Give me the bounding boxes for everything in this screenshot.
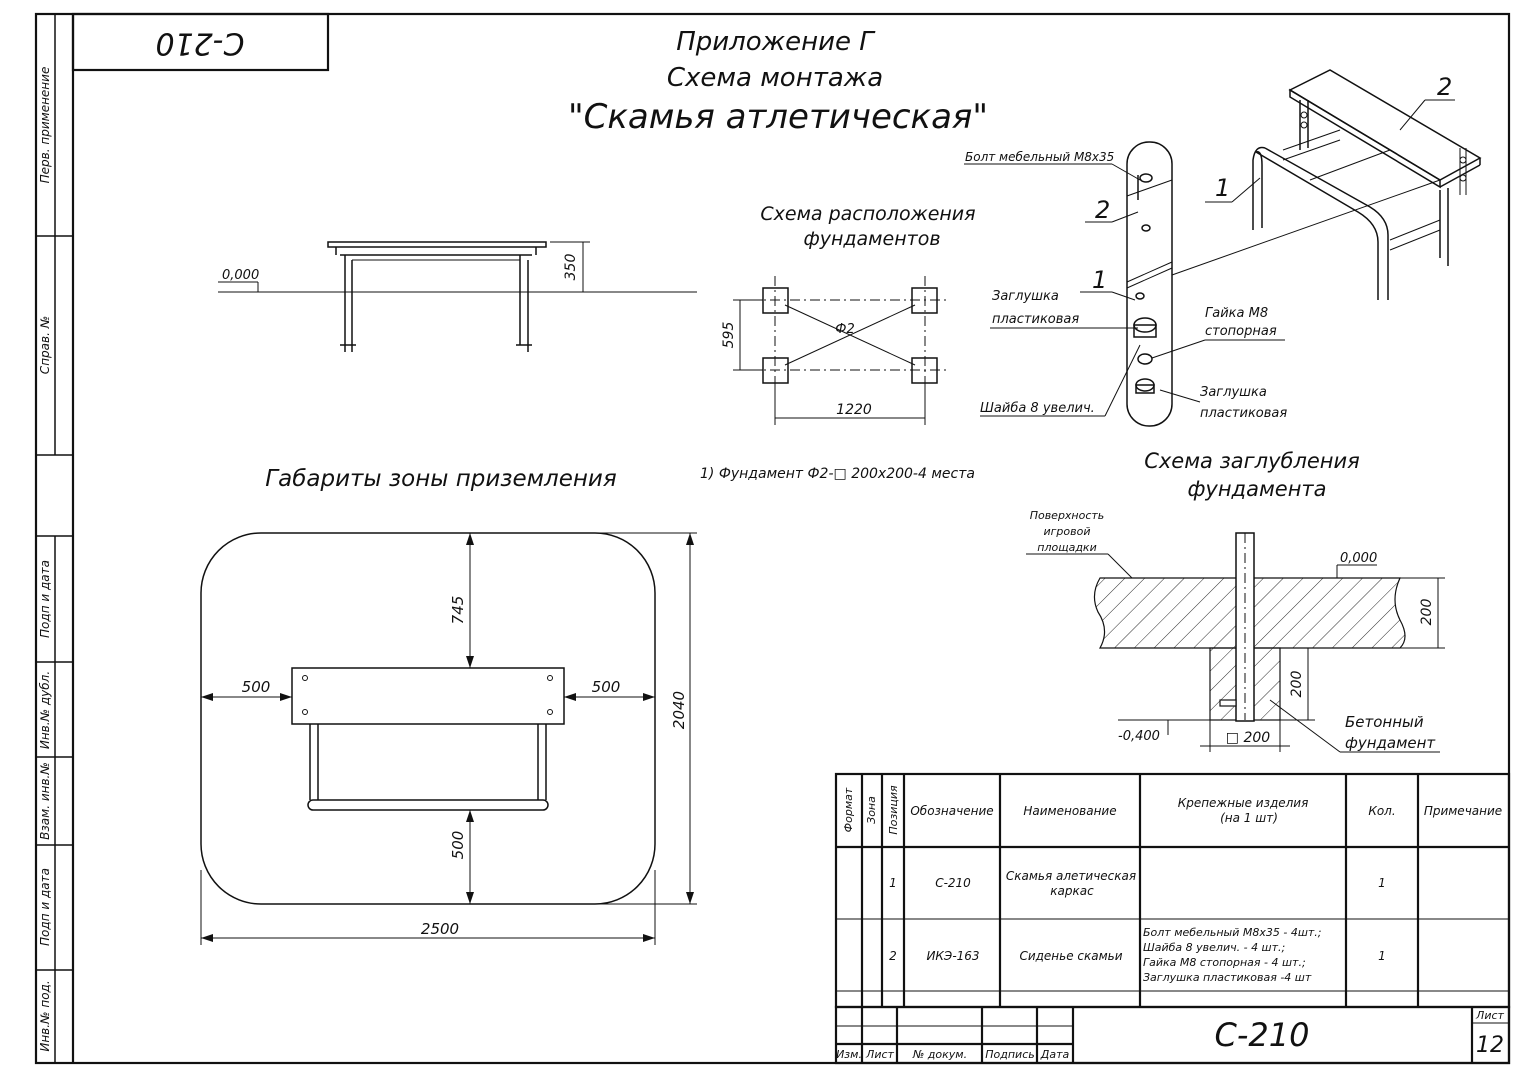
- row2-designation: ИКЭ-163: [926, 949, 979, 963]
- tb-sign: Подпись: [985, 1048, 1034, 1061]
- row1-designation: С-210: [935, 876, 971, 890]
- row2-fasteners-4: Заглушка пластиковая -4 шт: [1143, 971, 1312, 984]
- row2-fasteners-1: Болт мебельный М8х35 - 4шт.;: [1143, 926, 1322, 939]
- row1-name-1: Скамья алетическая: [1006, 869, 1136, 883]
- row1-position: 1: [889, 876, 897, 890]
- nut-label-1: Гайка М8: [1205, 306, 1268, 321]
- first-use-label: Перв. применение: [38, 67, 52, 184]
- hdr-fasteners-2: (на 1 шт): [1220, 811, 1278, 825]
- row1-qty: 1: [1378, 876, 1386, 890]
- hdr-zone: Зона: [865, 796, 878, 824]
- fastener-assembly: Болт мебельный М8х35 2 1 Заглушка пласти…: [964, 141, 1287, 427]
- scheme-title: Схема монтажа: [667, 63, 883, 93]
- cap-bottom-label-2: пластиковая: [1200, 406, 1287, 421]
- landing-dim-top: 745: [449, 596, 467, 625]
- ref-no-label: Справ. №: [38, 316, 52, 374]
- replace-inv-label: Взам. инв.№: [38, 762, 52, 840]
- bolt-label: Болт мебельный М8х35: [965, 150, 1114, 164]
- hdr-name: Наименование: [1023, 804, 1116, 818]
- row2-fasteners-3: Гайка М8 стопорная - 4 шт.;: [1143, 956, 1306, 969]
- surface-label-3: площадки: [1037, 541, 1096, 554]
- iso-pos-2: 2: [1437, 73, 1452, 101]
- cap-bottom-label-1: Заглушка: [1200, 385, 1267, 400]
- cap-top-label-1: Заглушка: [992, 289, 1059, 304]
- landing-dim-width: 2500: [421, 920, 459, 938]
- sign-date-label-1: Подп и дата: [38, 560, 52, 638]
- foundation-layout: Схема расположения фундаментов Ф2 595 12…: [700, 203, 976, 482]
- tb-list: Лист: [865, 1048, 894, 1061]
- depth-level-top: 0,000: [1340, 551, 1377, 566]
- stamp-code-text: С-210: [155, 26, 244, 61]
- tb-doc: № докум.: [912, 1048, 967, 1061]
- iso-pos-1: 1: [1215, 174, 1230, 202]
- cap-top-label-2: пластиковая: [992, 312, 1079, 327]
- surface-label-2: игровой: [1043, 525, 1090, 538]
- depth-depth-dim: 200: [1289, 671, 1305, 698]
- side-view: 0,000 350: [218, 241, 697, 352]
- concrete-label-1: Бетонный: [1345, 713, 1424, 731]
- appendix-title: Приложение Г: [676, 27, 876, 57]
- hdr-format: Формат: [842, 787, 855, 832]
- landing-dim-right: 500: [592, 678, 621, 696]
- hdr-qty: Кол.: [1368, 804, 1395, 818]
- depth-layer-dim: 200: [1419, 599, 1435, 626]
- landing-zone: Габариты зоны приземления 745 500 500 50…: [200, 466, 697, 945]
- row2-position: 2: [889, 949, 897, 963]
- foundation-layout-title-2: фундаментов: [803, 228, 940, 250]
- tb-sheet-label: Лист: [1475, 1009, 1504, 1022]
- row2-qty: 1: [1378, 949, 1386, 963]
- side-level-label: 0,000: [222, 268, 259, 283]
- landing-dim-height: 2040: [670, 691, 688, 729]
- surface-label-1: Поверхность: [1030, 509, 1105, 522]
- nut-label-2: стопорная: [1205, 324, 1277, 339]
- hdr-note: Примечание: [1424, 804, 1502, 818]
- drawing-title: Приложение Г Схема монтажа "Скамья атлет…: [568, 27, 988, 137]
- sheet-frame: [34, 12, 1511, 1065]
- tb-sheet-no: 12: [1476, 1033, 1504, 1058]
- hdr-fasteners-1: Крепежные изделия: [1178, 796, 1309, 810]
- title-block: Изм. Лист № докум. Подпись Дата С-210 Ли…: [834, 1005, 1511, 1065]
- fastener-pos-2: 2: [1095, 196, 1110, 224]
- orig-inv-label: Инв.№ под.: [38, 980, 52, 1051]
- concrete-label-2: фундамент: [1345, 734, 1436, 752]
- code-stamp: С-210: [71, 12, 330, 72]
- landing-dim-bottom: 500: [449, 831, 467, 860]
- foundation-note: 1) Фундамент Ф2-□ 200х200-4 места: [700, 466, 975, 482]
- depth-title-1: Схема заглубления: [1144, 449, 1360, 473]
- row1-name-2: каркас: [1050, 884, 1094, 898]
- foundation-width-dim: 1220: [836, 402, 872, 418]
- foundation-layout-title-1: Схема расположения: [760, 203, 975, 225]
- tb-izm: Изм.: [836, 1048, 862, 1061]
- depth-size-label: □ 200: [1226, 730, 1270, 746]
- row2-name-1: Сиденье скамьи: [1019, 949, 1122, 963]
- tb-code: С-210: [1215, 1016, 1310, 1054]
- depth-title-2: фундамента: [1187, 477, 1326, 501]
- iso-view: 1 2: [1171, 69, 1482, 300]
- sign-date-label-2: Подп и дата: [38, 868, 52, 946]
- landing-dim-left: 500: [242, 678, 271, 696]
- row2-fasteners-2: Шайба 8 увелич. - 4 шт.;: [1143, 941, 1285, 954]
- foundation-marker: Ф2: [835, 322, 854, 337]
- fastener-pos-1: 1: [1092, 266, 1107, 294]
- depth-level-bottom: -0,400: [1118, 729, 1160, 744]
- hdr-position: Позиция: [887, 785, 900, 835]
- product-title: "Скамья атлетическая": [568, 97, 988, 137]
- dup-inv-label: Инв.№ дубл.: [38, 671, 52, 749]
- washer-label: Шайба 8 увелич.: [980, 401, 1095, 416]
- depth-scheme: Схема заглубления фундамента Поверхность…: [1026, 449, 1445, 753]
- foundation-depth-dim: 595: [721, 322, 737, 349]
- spec-table: Формат Зона Позиция Обозначение Наименов…: [834, 772, 1511, 1009]
- tb-date: Дата: [1040, 1048, 1070, 1061]
- side-margin: Перв. применение Справ. № Подп и дата Ин…: [38, 67, 52, 1052]
- hdr-designation: Обозначение: [910, 804, 993, 818]
- side-height-dim: 350: [563, 254, 579, 281]
- landing-zone-title: Габариты зоны приземления: [265, 466, 617, 492]
